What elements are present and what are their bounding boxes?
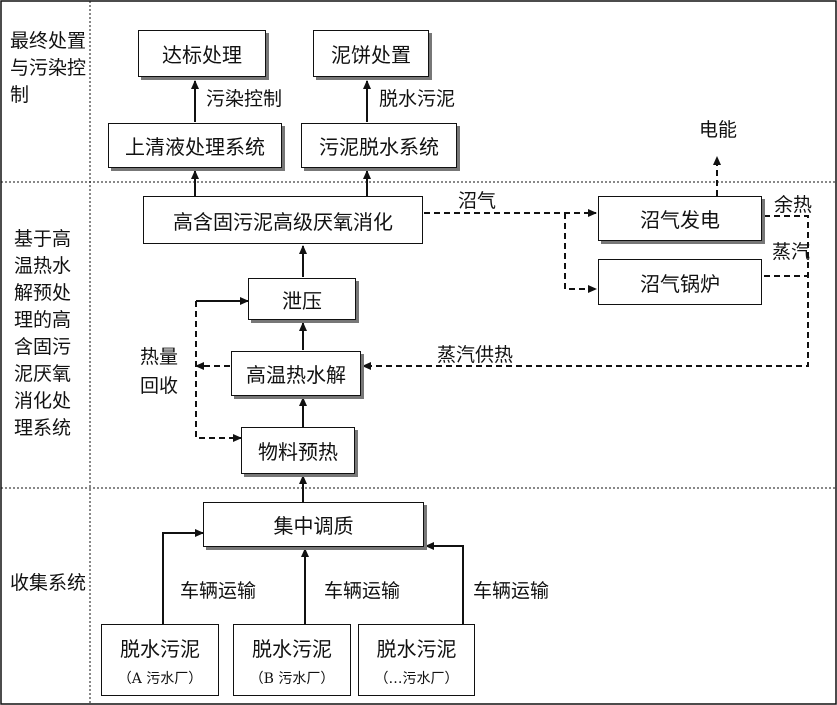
arrow-source-a-to-jizhong: [162, 529, 204, 624]
node-fadian: 沼气发电: [598, 196, 762, 241]
label-tuoshuiwuni: 脱水污泥: [379, 88, 456, 110]
label-dianneng: 电能: [699, 119, 738, 141]
label-zhengqi: 蒸汽: [772, 241, 811, 263]
arrow-steam-supply: [362, 215, 809, 370]
label-yure: 余热: [774, 194, 813, 216]
section-label-middle: 基于高温热水解预处理的高含固污泥厌氧消化处理系统: [14, 228, 72, 439]
label-cheliang-b: 车辆运输: [324, 580, 401, 602]
node-dabiao: 达标处理: [138, 30, 266, 77]
node-tuoshui: 污泥脱水系统: [301, 123, 457, 168]
node-xiaohua: 高含固污泥高级厌氧消化: [143, 196, 423, 244]
node-yure: 物料预热: [241, 427, 355, 474]
node-qingye: 上清液处理系统: [108, 123, 282, 168]
label-wuran: 污染控制: [206, 88, 283, 110]
label-reliang: 热量: [140, 346, 179, 368]
label-huishou: 回收: [140, 375, 179, 397]
source-c: 脱水污泥 （…污水厂）: [358, 624, 475, 696]
source-b-title: 脱水污泥: [252, 636, 332, 661]
source-b-sub: （B 污水厂）: [249, 670, 335, 687]
source-a-title: 脱水污泥: [120, 636, 200, 661]
source-b: 脱水污泥 （B 污水厂）: [233, 624, 351, 696]
node-jizhong: 集中调质: [203, 502, 424, 547]
arrow-biogas-to-guolu: [564, 213, 597, 293]
source-c-sub: （…污水厂）: [374, 670, 459, 687]
section-label-top: 最终处置与污染控制: [10, 30, 87, 106]
source-c-title: 脱水污泥: [376, 636, 457, 661]
label-zhaoqi: 沼气: [458, 190, 497, 212]
source-a-sub: （A 污水厂）: [117, 670, 203, 687]
node-guolu: 沼气锅炉: [598, 259, 762, 305]
arrow-source-c-to-jizhong: [425, 542, 464, 624]
source-a: 脱水污泥 （A 污水厂）: [101, 624, 219, 696]
label-cheliang-a: 车辆运输: [180, 580, 257, 602]
node-nibing: 泥饼处置: [313, 30, 429, 77]
section-label-bottom: 收集系统: [10, 572, 87, 594]
node-reshuijie: 高温热水解: [231, 351, 361, 396]
node-xieya: 泄压: [248, 278, 356, 320]
label-cheliang-c: 车辆运输: [473, 580, 550, 602]
label-zhengqigongre: 蒸汽供热: [437, 344, 514, 366]
